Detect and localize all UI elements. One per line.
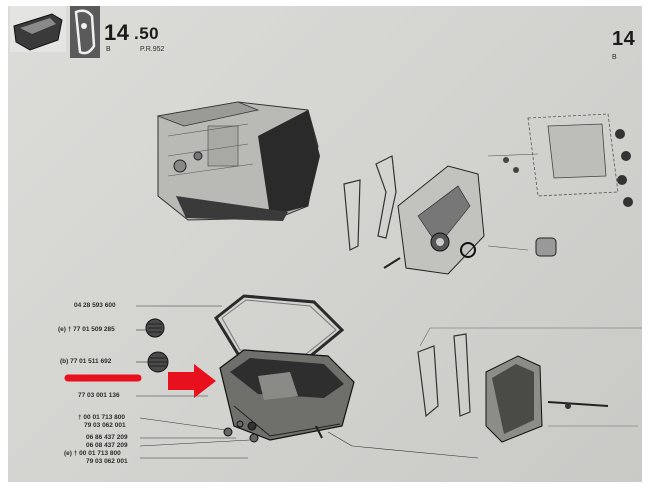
red-highlight-annotation <box>64 364 216 398</box>
variant-letter: B <box>106 46 111 53</box>
oil-pan-gasket-illustration <box>214 294 345 360</box>
engine-block-illustration <box>156 101 320 221</box>
right-variant-letter: B <box>612 54 617 61</box>
part-number: † 00 01 713 800 <box>78 414 125 421</box>
fastener-illustrations <box>223 420 323 443</box>
subsection-number: .50 <box>134 24 160 43</box>
part-number: (e) † 77 01 509 285 <box>58 326 115 333</box>
part-number: 06 86 437 209 <box>86 434 128 441</box>
right-section-number: 14 <box>612 28 636 50</box>
part-number: 79 03 062 001 <box>86 458 128 465</box>
page-reference: P.R.952 <box>140 46 165 53</box>
part-number: (b) 77 01 511 692 <box>60 358 112 365</box>
part-number: 77 03 001 136 <box>78 392 120 399</box>
drain-plug-illustrations <box>145 318 169 373</box>
thumbnail-gasket-icon <box>70 6 100 58</box>
exploded-view-drawing <box>10 6 642 459</box>
timing-cover-illustration <box>343 155 485 275</box>
thumbnail-oil-pan-icon <box>10 6 66 52</box>
part-number: 06 08 437 209 <box>86 442 128 449</box>
part-number: 79 03 062 001 <box>84 422 126 429</box>
lower-cover-assembly-illustration <box>417 327 642 443</box>
catalog-page: 14 .50 B P.R.952 14 B 04 28 593 600 (e) … <box>8 6 642 482</box>
part-number: (e) † 00 01 713 800 <box>64 450 121 457</box>
leader-lines <box>136 305 479 459</box>
section-number: 14 <box>104 20 130 45</box>
cylinder-head-parts-illustration <box>487 113 633 257</box>
part-number: 04 28 593 600 <box>74 302 116 309</box>
